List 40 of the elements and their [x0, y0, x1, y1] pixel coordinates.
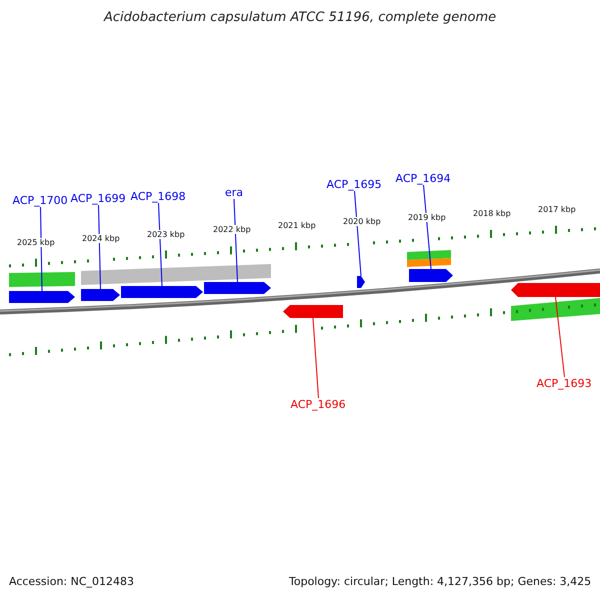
scale-label: 2022 kbp [212, 225, 252, 234]
gene-bar [407, 250, 451, 260]
footer-text: Accession: NC_012483 [9, 575, 134, 588]
scale-label: 2025 kbp [16, 238, 56, 247]
leader-line [234, 198, 238, 282]
leader-line [312, 318, 319, 398]
leader-line [158, 202, 162, 286]
gene-feature [409, 269, 453, 282]
scale-label: 2020 kbp [342, 217, 382, 226]
gene-label: ACP_1696 [290, 398, 346, 411]
scale-label: 2024 kbp [81, 234, 121, 243]
gene-feature [357, 276, 365, 288]
gene-label: ACP_1700 [12, 194, 68, 207]
scale-label: 2017 kbp [537, 204, 577, 214]
leader-line [40, 206, 42, 292]
scale-label: 2021 kbp [277, 221, 317, 230]
gene-label: ACP_1695 [326, 178, 382, 191]
gene-label: era [225, 186, 244, 199]
scale-label: 2019 kbp [407, 213, 447, 222]
scale-label: 2018 kbp [472, 209, 512, 218]
gene-feature [283, 305, 343, 318]
gene-label: ACP_1698 [130, 190, 186, 203]
leader-line [423, 184, 432, 270]
gene-label: ACP_1699 [70, 192, 126, 205]
gene-feature [9, 291, 75, 303]
scale-label: 2023 kbp [146, 230, 186, 239]
gene-label: ACP_1693 [536, 377, 592, 390]
gene-label: ACP_1694 [396, 172, 451, 185]
leader-line [555, 296, 565, 378]
gene-feature [204, 282, 271, 294]
gene-bar [511, 298, 600, 321]
leader-line [98, 204, 101, 290]
gene-feature [81, 289, 120, 301]
gene-bar [81, 264, 271, 285]
leader-line [354, 190, 362, 276]
gene-bar [9, 272, 75, 287]
gene-feature [511, 283, 600, 297]
footer-text: Topology: circular; Length: 4,127,356 bp; Genes: 3,425 [289, 575, 592, 588]
title: Acidobacterium capsulatum ATCC 51196, complete genome [104, 10, 496, 25]
gene-bar [407, 258, 451, 267]
